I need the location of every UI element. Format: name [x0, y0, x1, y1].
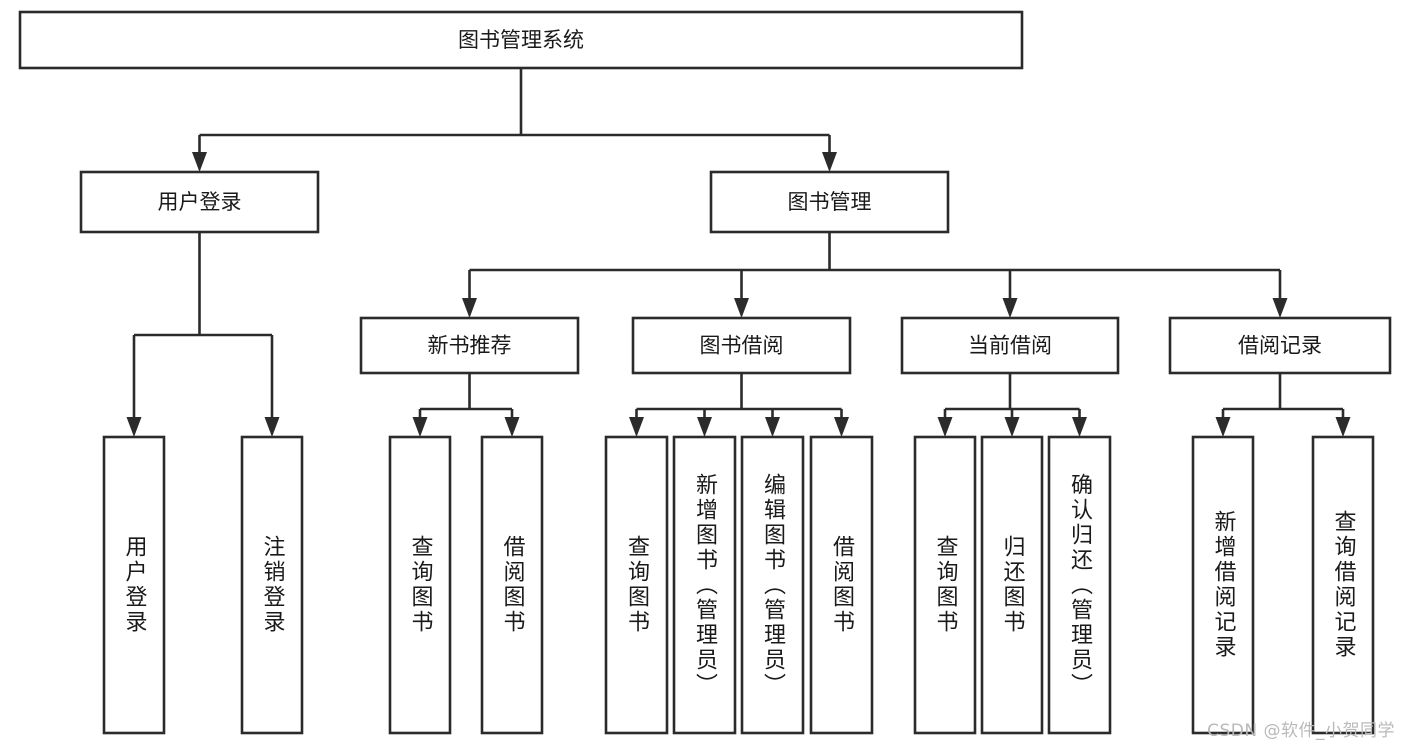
leaf-box-leaf-borrow-book[interactable]	[809, 435, 874, 735]
arrow-head-icon-leaf-query-book-borrow	[629, 417, 644, 437]
node-label-user-login: 用户登录	[158, 190, 242, 214]
leaf-box-leaf-logout-login[interactable]	[240, 435, 304, 735]
csdn-watermark: CSDN @软件_小贺同学	[1207, 721, 1395, 741]
arrow-head-icon-leaf-return-book	[1004, 417, 1020, 437]
leaf-box-leaf-query-book-current[interactable]	[913, 435, 977, 735]
leaf-box-leaf-query-book-rec[interactable]	[388, 435, 452, 735]
node-label-new-book-recommend: 新书推荐	[428, 334, 512, 358]
arrow-head-icon-leaf-query-book-current	[937, 417, 953, 437]
arrow-head-icon-leaf-user-login	[126, 417, 142, 437]
node-label-book-borrow: 图书借阅	[700, 334, 784, 358]
arrow-head-icon-new-book-recommend	[462, 298, 477, 318]
node-box-borrow-record[interactable]	[1168, 316, 1392, 375]
arrow-head-icon-leaf-add-book-admin	[697, 417, 712, 437]
arrow-head-icon-leaf-confirm-return-admin	[1072, 417, 1087, 437]
leaf-box-leaf-confirm-return-admin[interactable]	[1047, 435, 1112, 735]
node-label-root: 图书管理系统	[458, 28, 584, 52]
node-label-borrow-record: 借阅记录	[1238, 334, 1322, 358]
arrow-head-icon-borrow-record	[1272, 298, 1288, 318]
arrow-head-icon-book-borrow	[734, 298, 749, 318]
node-box-book-manage[interactable]	[709, 170, 950, 234]
leaf-box-leaf-query-book-borrow[interactable]	[604, 435, 669, 735]
leaf-box-leaf-query-borrow-record[interactable]	[1311, 435, 1375, 735]
leaf-box-leaf-add-borrow-record[interactable]	[1191, 435, 1255, 735]
arrow-head-icon-leaf-edit-book-admin	[765, 417, 780, 437]
arrow-head-icon-user-login	[192, 152, 207, 172]
arrow-head-icon-book-manage	[822, 152, 837, 172]
node-label-book-manage: 图书管理	[788, 190, 872, 214]
leaf-box-leaf-add-book-admin[interactable]	[672, 435, 737, 735]
leaf-box-leaf-return-book[interactable]	[980, 435, 1044, 735]
node-label-current-borrow: 当前借阅	[968, 334, 1052, 358]
node-box-root[interactable]	[18, 10, 1024, 70]
leaf-box-leaf-borrow-book-rec[interactable]	[480, 435, 544, 735]
arrow-head-icon-leaf-query-borrow-record	[1335, 417, 1351, 437]
arrow-head-icon-leaf-query-book-rec	[412, 417, 428, 437]
arrow-head-icon-leaf-borrow-book-rec	[504, 417, 520, 437]
node-box-user-login[interactable]	[79, 170, 320, 234]
arrow-head-icon-leaf-add-borrow-record	[1215, 417, 1231, 437]
arrow-head-icon-leaf-logout-login	[264, 417, 280, 437]
leaf-box-leaf-user-login[interactable]	[102, 435, 166, 735]
arrow-head-icon-current-borrow	[1002, 298, 1018, 318]
arrow-head-icon-leaf-borrow-book	[834, 417, 849, 437]
leaf-box-leaf-edit-book-admin[interactable]	[740, 435, 805, 735]
